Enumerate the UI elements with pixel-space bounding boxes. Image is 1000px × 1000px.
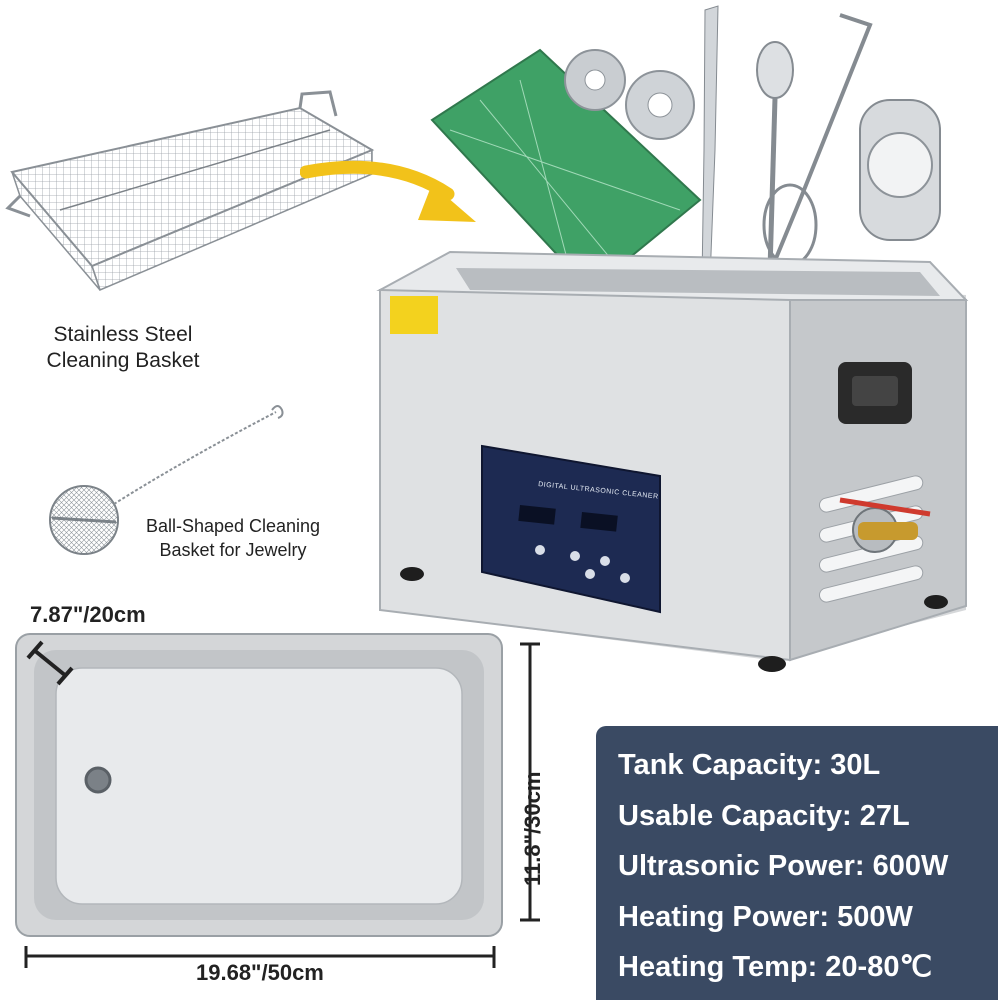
basket-label-line2: Cleaning Basket [46,349,200,372]
spec-ultrasonic-power: Ultrasonic Power: 600W [618,850,949,882]
ball-label-line2: Basket for Jewelry [159,540,307,560]
spec-heating-power: Heating Power: 500W [618,900,913,933]
height-dimension-label: 11.8"/30cm [520,771,545,886]
basket-label-line1: Stainless Steel [53,323,193,346]
ball-basket-label: Ball-Shaped Cleaning Basket for Jewelry [128,514,338,562]
stainless-basket-image [5,90,375,292]
spec-panel: Tank Capacity: 30L Usable Capacity: 27L … [596,726,998,1000]
ultrasonic-cleaner-image: DIGITAL ULTRASONIC CLEANER [376,5,969,672]
depth-dimension-label: 7.87"/20cm [30,602,146,627]
spec-usable-capacity: Usable Capacity: 27L [618,799,910,832]
ball-label-line1: Ball-Shaped Cleaning [145,516,321,536]
ball-basket-image [49,405,284,555]
spec-tank-capacity: Tank Capacity: 30L [618,749,881,781]
curved-arrow-icon [300,160,476,222]
tank-top-view-image [15,633,540,968]
valve-icon [839,497,931,553]
basket-label: Stainless Steel Cleaning Basket [18,322,228,374]
spec-heating-temp: Heating Temp: 20-80℃ [618,951,933,983]
width-dimension-label: 19.68"/50cm [196,960,324,985]
